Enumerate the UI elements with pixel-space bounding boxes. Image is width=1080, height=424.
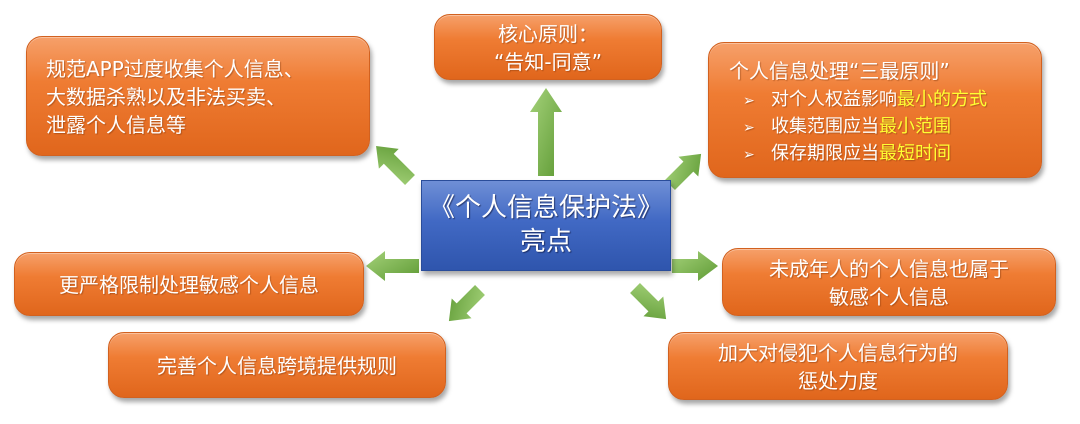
minor-info-line-2: 敏感个人信息 [829,285,949,309]
arrow-down-left [448,285,485,322]
arrow-up-left [376,146,415,185]
cross-border-text: 完善个人信息跨境提供规则 [157,354,397,378]
list-item: ➢ 保存期限应当最短时间 [729,141,1041,168]
bullet-highlight: 最小的方式 [897,89,987,110]
arrow-bullet-icon: ➢ [743,147,755,163]
bullet-highlight: 最小范围 [879,116,951,137]
minor-info-line-1: 未成年人的个人信息也属于 [769,257,1009,281]
three-min-principle-box: 个人信息处理“三最原则” ➢ 对个人权益影响最小的方式 ➢ 收集范围应当最小范围 ➢… [708,42,1042,178]
center-subtitle: 亮点 [519,227,572,257]
arrow-left [366,251,419,281]
list-item: ➢ 对个人权益影响最小的方式 [729,87,1041,114]
bullet-highlight: 最短时间 [879,143,951,164]
arrow-up [530,88,562,176]
three-min-principle-list: ➢ 对个人权益影响最小的方式 ➢ 收集范围应当最小范围 ➢ 保存期限应当最短时间 [729,87,1041,168]
app-regulation-line-3: 泄露个人信息等 [46,113,186,137]
center-title: 《个人信息保护法》 [428,193,663,223]
app-regulation-line-2: 大数据杀熟以及非法买卖、 [46,85,286,109]
list-item: ➢ 收集范围应当最小范围 [729,114,1041,141]
bullet-text: 收集范围应当 [771,116,879,137]
bullet-text: 对个人权益影响 [771,89,897,110]
app-regulation-line-1: 规范APP过度收集个人信息、 [46,57,304,81]
penalty-line-1: 加大对侵犯个人信息行为的 [718,341,958,365]
minor-info-box: 未成年人的个人信息也属于 敏感个人信息 [722,248,1056,316]
arrow-bullet-icon: ➢ [743,120,755,136]
sensitive-info-text: 更严格限制处理敏感个人信息 [59,273,319,297]
cross-border-box: 完善个人信息跨境提供规则 [108,332,446,398]
core-principle-value: “告知-同意” [494,50,602,74]
penalty-box: 加大对侵犯个人信息行为的 惩处力度 [668,332,1008,400]
three-min-principle-title: 个人信息处理“三最原则” [729,59,950,83]
core-principle-box: 核心原则： “告知-同意” [434,14,662,80]
bullet-text: 保存期限应当 [771,143,879,164]
arrow-bullet-icon: ➢ [743,93,755,109]
arrow-down-right [630,283,667,320]
center-topic-box: 《个人信息保护法》 亮点 [421,180,671,271]
app-regulation-box: 规范APP过度收集个人信息、 大数据杀熟以及非法买卖、 泄露个人信息等 [26,36,370,156]
core-principle-title: 核心原则： [498,22,598,46]
sensitive-info-box: 更严格限制处理敏感个人信息 [14,252,364,316]
penalty-line-2: 惩处力度 [798,369,878,393]
arrow-up-right [665,153,702,190]
arrow-right [672,251,718,281]
